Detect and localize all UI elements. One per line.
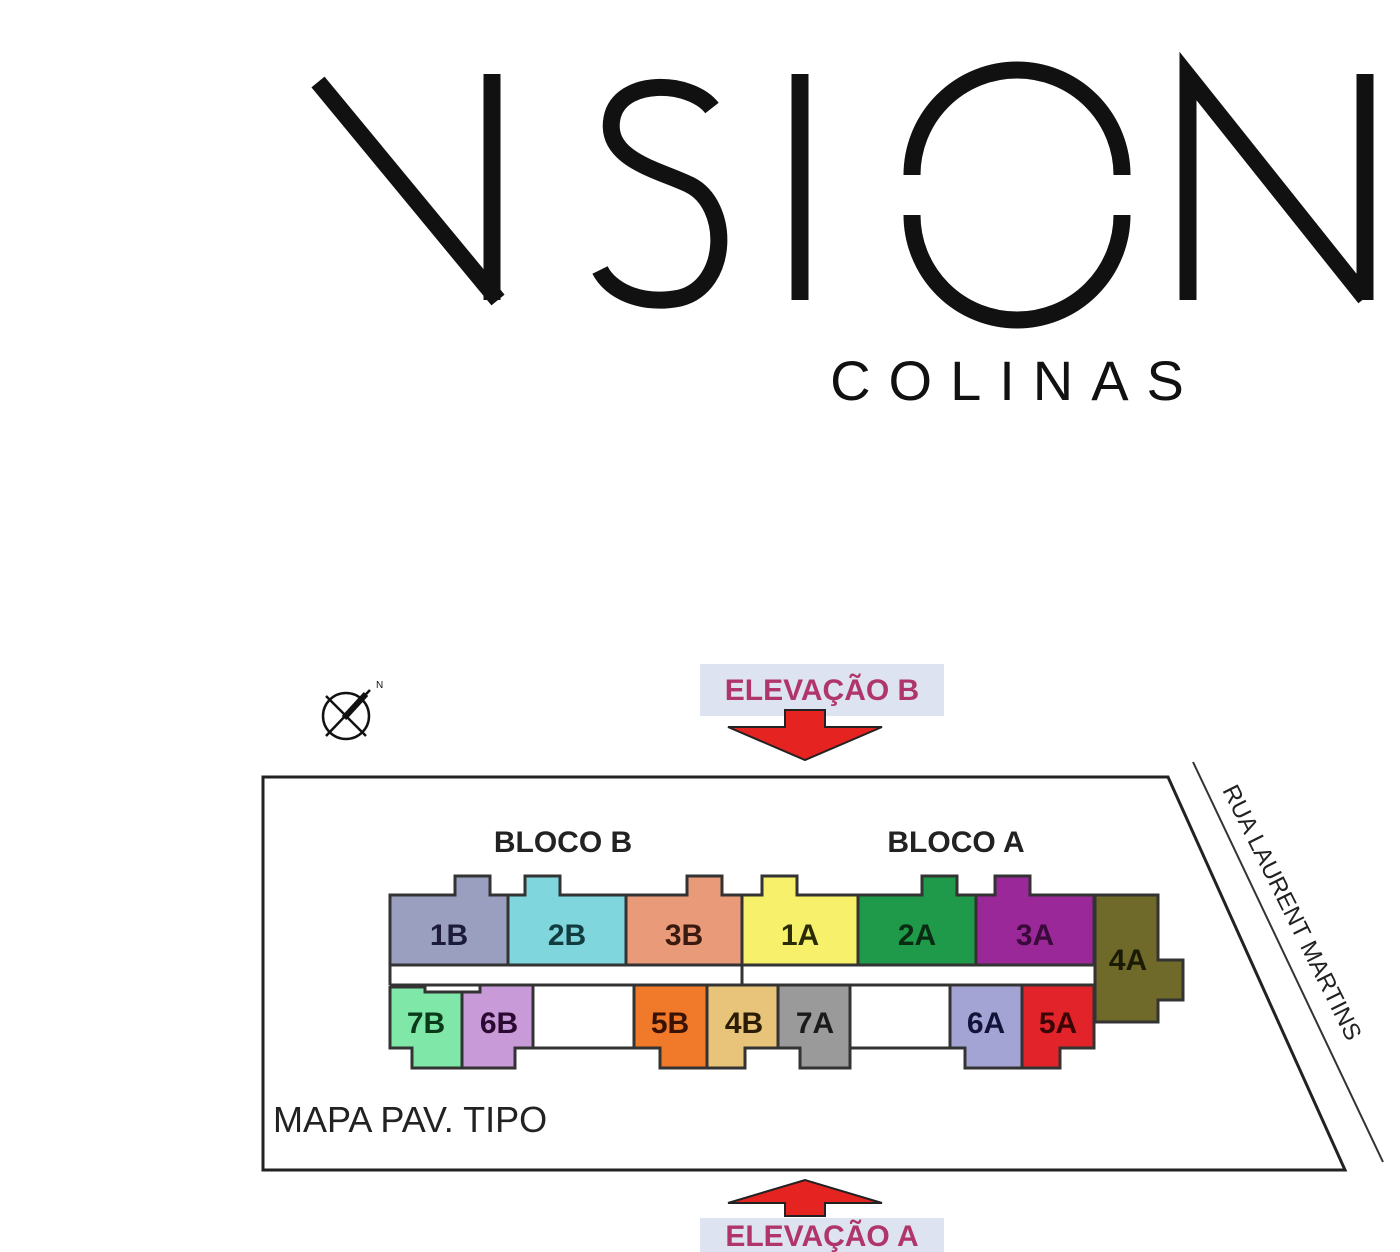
unit-7b[interactable]: 7B — [388, 985, 464, 1070]
unit-shape — [776, 983, 852, 1070]
unit-3a[interactable]: 3A — [974, 874, 1096, 967]
logo-subtitle: COLINAS — [830, 349, 1202, 412]
unit-6b[interactable]: 6B — [460, 983, 535, 1070]
unit-label: 5A — [1039, 1007, 1077, 1040]
units-layer: 1B 2B 3B 1A 2A 3A 4A 7B 6B 5B 4B 7A 6A 5A — [388, 874, 1185, 1070]
unit-2b[interactable]: 2B — [506, 874, 628, 967]
unit-label: 3A — [1016, 919, 1054, 952]
unit-shape — [1093, 893, 1185, 1024]
unit-2a[interactable]: 2A — [856, 874, 978, 967]
north-compass-icon — [321, 689, 371, 741]
unit-label: 1B — [430, 919, 468, 952]
unit-5b[interactable]: 5B — [632, 983, 709, 1070]
unit-label: 6B — [480, 1007, 518, 1040]
block-b-label: BLOCO B — [494, 826, 632, 859]
unit-label: 1A — [781, 919, 819, 952]
map-title: MAPA PAV. TIPO — [273, 1099, 547, 1140]
unit-label: 7B — [407, 1007, 445, 1040]
unit-shape — [460, 983, 535, 1070]
elevation-b-label: ELEVAÇÃO B — [725, 673, 919, 707]
unit-label: 7A — [796, 1007, 834, 1040]
unit-shape — [1020, 983, 1096, 1070]
elevation-a-arrow-icon — [727, 1178, 883, 1217]
street-label: RUA LAURENT MARTINS — [1217, 781, 1367, 1045]
unit-5a[interactable]: 5A — [1020, 983, 1096, 1070]
unit-label: 3B — [665, 919, 703, 952]
vision-logo — [311, 51, 1374, 329]
block-a-label: BLOCO A — [887, 826, 1024, 859]
elevation-b-arrow-icon — [727, 709, 883, 762]
unit-4b[interactable]: 4B — [705, 983, 780, 1070]
unit-label: 5B — [651, 1007, 689, 1040]
unit-4a[interactable]: 4A — [1093, 893, 1185, 1024]
elevation-a-label: ELEVAÇÃO A — [725, 1219, 918, 1252]
elevation-a-label-bg — [700, 1218, 944, 1252]
unit-label: 2A — [898, 919, 936, 952]
street-line — [1192, 761, 1384, 1163]
unit-label: 4A — [1109, 944, 1147, 977]
unit-6a[interactable]: 6A — [948, 983, 1024, 1070]
unit-3b[interactable]: 3B — [624, 874, 744, 967]
unit-label: 4B — [725, 1007, 763, 1040]
unit-label: 6A — [967, 1007, 1005, 1040]
unit-label: 2B — [548, 919, 586, 952]
compass-north-label: N — [376, 680, 383, 691]
unit-1b[interactable]: 1B — [388, 874, 510, 967]
elevation-b-label-bg — [700, 664, 944, 716]
unit-1a[interactable]: 1A — [740, 874, 860, 967]
unit-7a[interactable]: 7A — [776, 983, 852, 1070]
site-boundary — [261, 775, 1348, 1172]
